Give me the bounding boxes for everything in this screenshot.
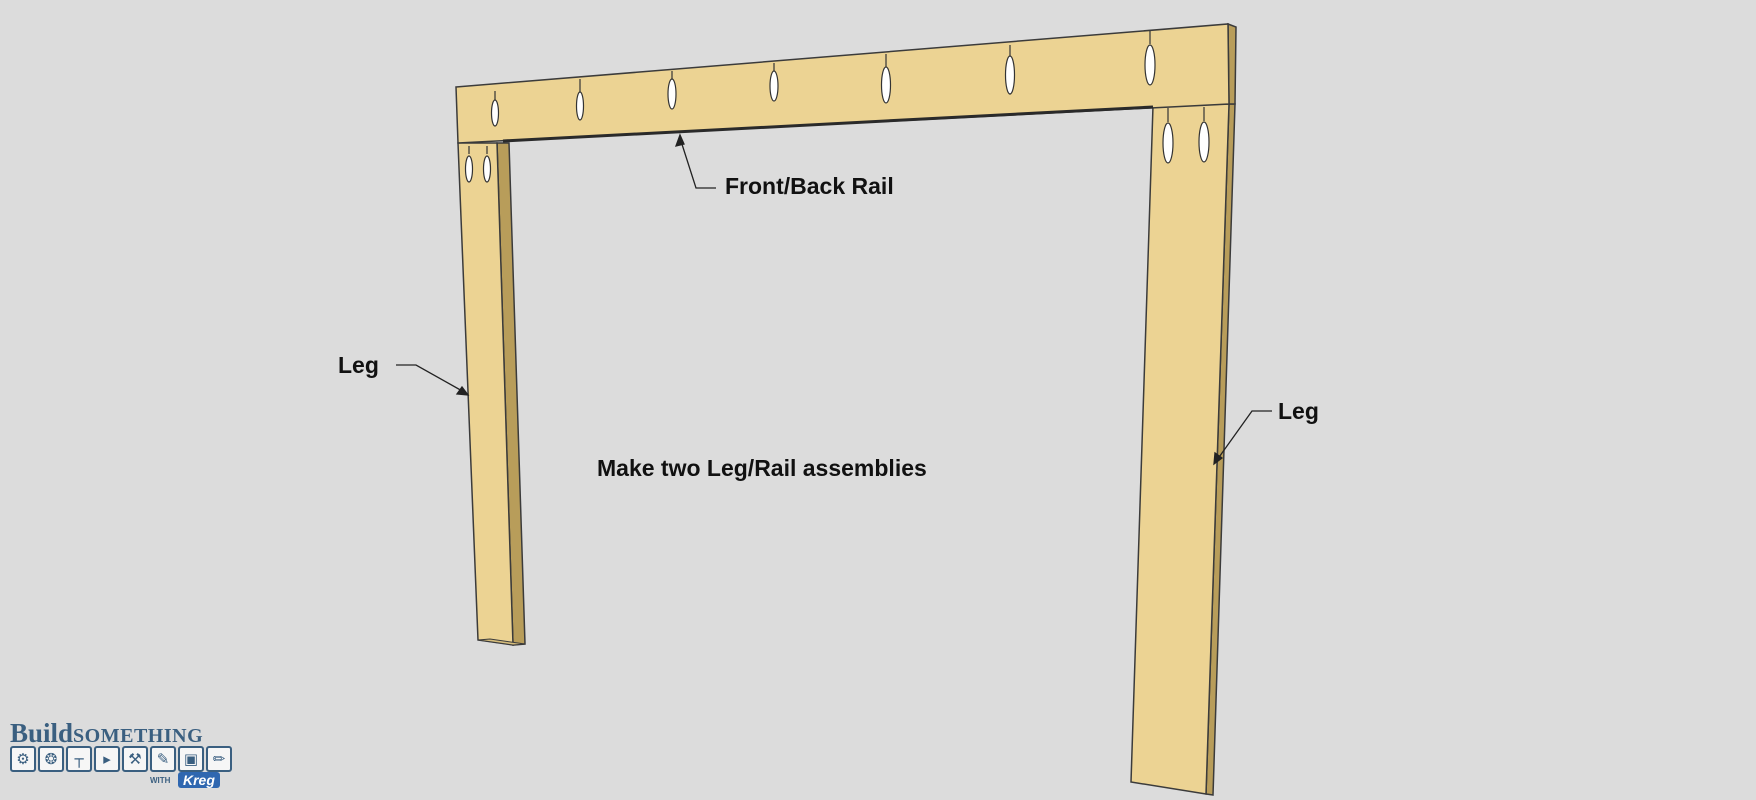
right-leg xyxy=(1130,103,1236,796)
pocket-hole-icon xyxy=(575,91,585,121)
pocket-hole-icon xyxy=(769,70,779,102)
logo-word-build: Build xyxy=(10,718,74,748)
leader-lines xyxy=(396,133,1272,466)
right-leg-label: Leg xyxy=(1278,398,1319,424)
pocket-hole-icon xyxy=(1162,122,1174,164)
t-square-icon: ┬ xyxy=(66,746,92,772)
leg-pocket-holes xyxy=(464,107,1210,183)
pocket-hole-icon xyxy=(1004,55,1016,95)
pocket-hole-icon xyxy=(1144,44,1156,86)
drill-icon: ▸ xyxy=(94,746,120,772)
pocket-hole-icon xyxy=(667,78,677,110)
logo-wordmark: BuildSOMETHING xyxy=(10,718,203,749)
logo-with-text: WITH xyxy=(150,776,171,785)
right-leg-leader xyxy=(1216,410,1272,461)
buildsomething-logo: BuildSOMETHING ⚙ ❂ ┬ ▸ ⚒ ✎ ▣ ✏ WITH Kreg xyxy=(10,718,240,796)
pocket-hole-icon xyxy=(464,155,474,183)
left-leg-leader xyxy=(396,364,465,393)
gear-icon: ❂ xyxy=(38,746,64,772)
rail-bottom-shadow xyxy=(502,105,1154,143)
pocket-hole-icon xyxy=(482,155,492,183)
left-leg-end xyxy=(477,638,526,646)
rail-face xyxy=(455,23,1230,144)
left-leg xyxy=(457,142,526,646)
pocket-hole-icon xyxy=(490,99,500,127)
right-leg-leader-arrow xyxy=(1213,451,1224,466)
saw-blade-icon: ⚙ xyxy=(10,746,36,772)
kreg-logo: Kreg xyxy=(178,772,220,788)
paint-roller-icon: ▣ xyxy=(178,746,204,772)
front-back-rail xyxy=(455,22,1237,144)
rail-label: Front/Back Rail xyxy=(725,173,894,199)
left-leg-leader-arrow xyxy=(455,385,470,396)
rail-pocket-holes xyxy=(490,31,1156,127)
left-leg-label: Leg xyxy=(338,352,379,378)
logo-tool-icons: ⚙ ❂ ┬ ▸ ⚒ ✎ ▣ ✏ xyxy=(10,746,232,772)
brush-icon: ✏ xyxy=(206,746,232,772)
pocket-hole-icon xyxy=(1198,121,1210,163)
hammer-icon: ⚒ xyxy=(122,746,148,772)
logo-word-something: SOMETHING xyxy=(73,725,204,747)
pencil-icon: ✎ xyxy=(150,746,176,772)
rail-leader-arrow xyxy=(674,133,685,147)
assembly-instruction: Make two Leg/Rail assemblies xyxy=(597,455,927,481)
rail-leader xyxy=(679,137,716,189)
pocket-hole-icon xyxy=(880,66,892,104)
